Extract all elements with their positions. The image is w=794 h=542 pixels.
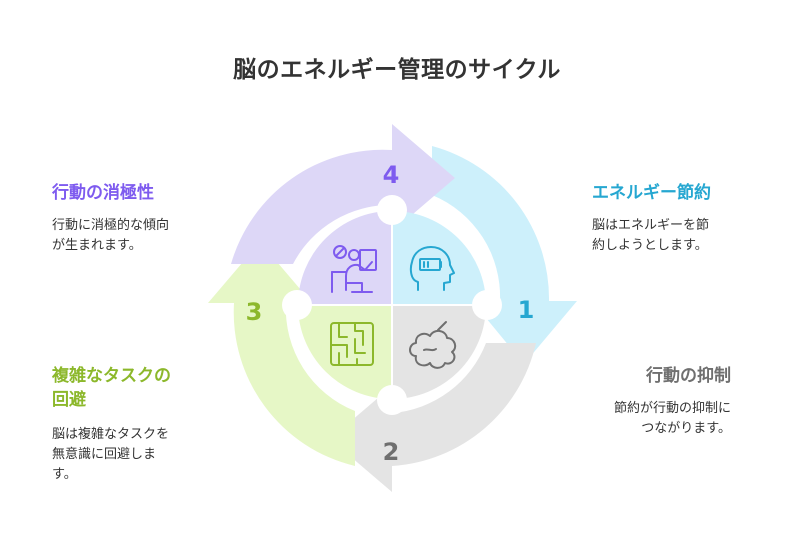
step-heading-1: エネルギー節約 — [592, 183, 711, 203]
step-number-1: 1 — [518, 296, 535, 324]
page-title: 脳のエネルギー管理のサイクル — [233, 57, 561, 83]
arrow-segment-3 — [208, 242, 355, 466]
maze-icon — [330, 322, 374, 366]
step-number-3: 3 — [246, 298, 263, 326]
step-heading-4: 行動の消極性 — [52, 183, 154, 203]
step-heading-2: 行動の抑制 — [646, 366, 731, 386]
arrow-segment-1 — [432, 146, 577, 364]
tired-brain-icon — [409, 321, 457, 369]
arrow-segment-4 — [231, 124, 455, 264]
quadrant-2 — [392, 305, 486, 399]
step-description-1: 脳はエネルギーを節 約しようとします。 — [592, 218, 710, 253]
step-number-4: 4 — [383, 161, 400, 189]
step-description-3: 脳は複雑なタスクを 無意識に回避しま す。 — [52, 427, 170, 482]
step-description-2: 節約が行動の抑制に つながります。 — [613, 401, 731, 436]
step-description-4: 行動に消極的な傾向 が生まれます。 — [52, 218, 170, 253]
step-heading-3: 複雑なタスクの 回避 — [52, 366, 171, 410]
quadrant-3 — [298, 305, 392, 399]
brain-battery-icon — [409, 246, 455, 291]
procrastination-icon — [331, 245, 377, 293]
quadrant-4 — [298, 211, 392, 305]
step-number-2: 2 — [383, 438, 400, 466]
arrow-segment-2 — [330, 343, 536, 492]
